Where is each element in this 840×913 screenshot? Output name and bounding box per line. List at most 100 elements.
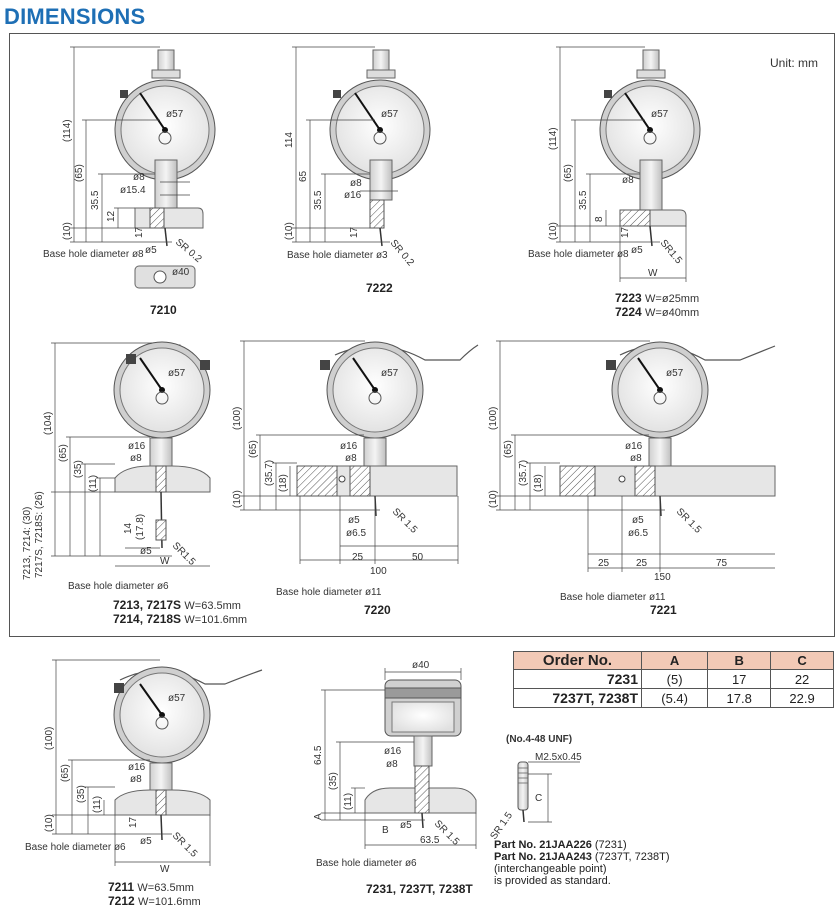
dim-phi5: ø5 xyxy=(400,820,412,831)
dim-64-5: 64.5 xyxy=(313,745,324,765)
model-code-7222: 7222 xyxy=(366,281,393,295)
dim-phi5: ø5 xyxy=(348,515,360,526)
dim-phi8: ø8 xyxy=(350,178,362,189)
base-hole-label: Base hole diameter ø6 xyxy=(316,858,417,869)
table-row: 7237T, 7238T (5.4) 17.8 22.9 xyxy=(513,688,834,708)
dim-104: (104) xyxy=(43,412,54,435)
dim-phi8: ø8 xyxy=(130,453,142,464)
part-number-notes: Part No. 21JAA226 (7231) Part No. 21JAA2… xyxy=(494,839,670,887)
drawing-7211: (100) (65) (35) (11) (10) 17 ø16 ø8 ø57 … xyxy=(25,659,263,908)
dim-w: W xyxy=(648,268,658,279)
col-b: B xyxy=(707,651,772,670)
model-code-7211: 7211 W=63.5mm xyxy=(108,880,194,894)
dim-114: (114) xyxy=(62,119,73,142)
part-note-1: (interchangeable point) xyxy=(494,863,607,875)
dim-35: (35) xyxy=(76,785,87,803)
dim-phi57: ø57 xyxy=(166,109,184,120)
dim-w: W xyxy=(160,864,170,875)
dim-phi16: ø16 xyxy=(340,441,358,452)
dim-65: (65) xyxy=(503,440,514,458)
base-hole-label: Base hole diameter ø6 xyxy=(25,842,126,853)
dim-17: 17 xyxy=(620,226,631,238)
dim-65: 65 xyxy=(298,170,309,182)
dim-100: (100) xyxy=(232,407,243,430)
dim-14: 14 xyxy=(123,522,134,534)
point-dim-c: C xyxy=(535,793,542,804)
dim-65: (65) xyxy=(58,444,69,462)
base-hole-label: Base hole diameter ø8 xyxy=(43,249,144,260)
model-code-7213: 7213, 7217S W=63.5mm xyxy=(113,598,241,612)
dim-phi8: ø8 xyxy=(622,175,634,186)
dim-a: A xyxy=(313,813,324,820)
dim-phi8: ø8 xyxy=(130,774,142,785)
dim-side-26: 7217S, 7218S: (26) xyxy=(34,491,45,578)
dim-35-7: (35.7) xyxy=(518,460,529,486)
dim-8: 8 xyxy=(594,216,605,222)
dim-10: (10) xyxy=(488,490,499,508)
dim-35: (35) xyxy=(73,460,84,478)
part-1-label: Part No. 21JAA226 xyxy=(494,839,592,851)
dim-phi16: ø16 xyxy=(128,762,146,773)
model-code-7220: 7220 xyxy=(364,603,391,617)
model-code-7231: 7231, 7237T, 7238T xyxy=(366,882,473,896)
dim-sr: SR 1.5 xyxy=(390,506,420,536)
dim-phi8: ø8 xyxy=(133,172,145,183)
table-row: 7231 (5) 17 22 xyxy=(513,669,834,689)
drawings-panel xyxy=(9,33,835,637)
dim-12: 12 xyxy=(106,210,117,222)
dim-phi57: ø57 xyxy=(381,109,399,120)
dim-35-7: (35.7) xyxy=(264,460,275,486)
dim-sr: SR1.5 xyxy=(658,238,685,267)
dim-phi5: ø5 xyxy=(631,245,643,256)
model-code-7221: 7221 xyxy=(650,603,677,617)
dim-phi16: ø16 xyxy=(128,441,146,452)
dim-phi8: ø8 xyxy=(345,453,357,464)
dim-phi5: ø5 xyxy=(140,836,152,847)
dim-phi6-5: ø6.5 xyxy=(346,528,366,539)
drawing-7210: (114) (65) 35.5 12 (10) 17 ø8 ø15.4 ø57 … xyxy=(43,46,216,317)
dim-w: W xyxy=(160,556,170,567)
point-thread-label: (No.4-48 UNF) xyxy=(506,734,572,745)
dim-sr: SR 0.2 xyxy=(388,238,416,269)
dim-11: (11) xyxy=(92,796,103,813)
dim-25b: 25 xyxy=(636,558,648,569)
point-m2-5: M2.5x0.45 xyxy=(535,752,582,763)
model-code-7224: 7224 W=ø40mm xyxy=(615,305,699,319)
base-hole-label: Base hole diameter ø8 xyxy=(528,249,629,260)
section-title: DIMENSIONS xyxy=(4,4,146,29)
dim-65: (65) xyxy=(60,764,71,782)
dim-sr: SR 1.5 xyxy=(170,830,200,860)
dim-10: (10) xyxy=(44,814,55,832)
dim-65: (65) xyxy=(248,440,259,458)
drawing-7221: (100) (65) (35.7) (18) (10) ø16 ø8 ø57 ø… xyxy=(488,340,776,617)
dim-side-30: 7213, 7214: (30) xyxy=(22,507,33,580)
dim-100: (100) xyxy=(44,727,55,750)
dim-phi40: ø40 xyxy=(172,267,190,278)
dim-63-5: 63.5 xyxy=(420,835,440,846)
dim-phi57: ø57 xyxy=(168,693,186,704)
dim-b: B xyxy=(382,825,389,836)
part-1-model: (7231) xyxy=(594,839,627,851)
dim-phi15-4: ø15.4 xyxy=(120,185,146,196)
dim-10: (10) xyxy=(284,222,295,240)
dim-17: 17 xyxy=(349,226,360,238)
dim-sr: SR 1.5 xyxy=(674,506,704,536)
base-hole-label: Base hole diameter ø11 xyxy=(560,592,666,603)
model-code-7223: 7223 W=ø25mm xyxy=(615,291,699,305)
dim-phi16: ø16 xyxy=(344,190,362,201)
dim-35-5: 35.5 xyxy=(313,190,324,210)
col-order-no: Order No. xyxy=(513,651,642,670)
model-code-7210: 7210 xyxy=(150,303,177,317)
dim-10: (10) xyxy=(232,490,243,508)
dim-35-5: 35.5 xyxy=(90,190,101,210)
dim-75: 75 xyxy=(716,558,728,569)
dim-phi6-5: ø6.5 xyxy=(628,528,648,539)
dim-114: (114) xyxy=(548,127,559,150)
dim-phi8: ø8 xyxy=(386,759,398,770)
dim-phi40: ø40 xyxy=(412,660,430,671)
dim-100b: 100 xyxy=(370,566,387,577)
dim-114: 114 xyxy=(284,132,295,148)
part-note-2: is provided as standard. xyxy=(494,875,611,887)
point-sr: SR 1.5 xyxy=(488,810,515,842)
